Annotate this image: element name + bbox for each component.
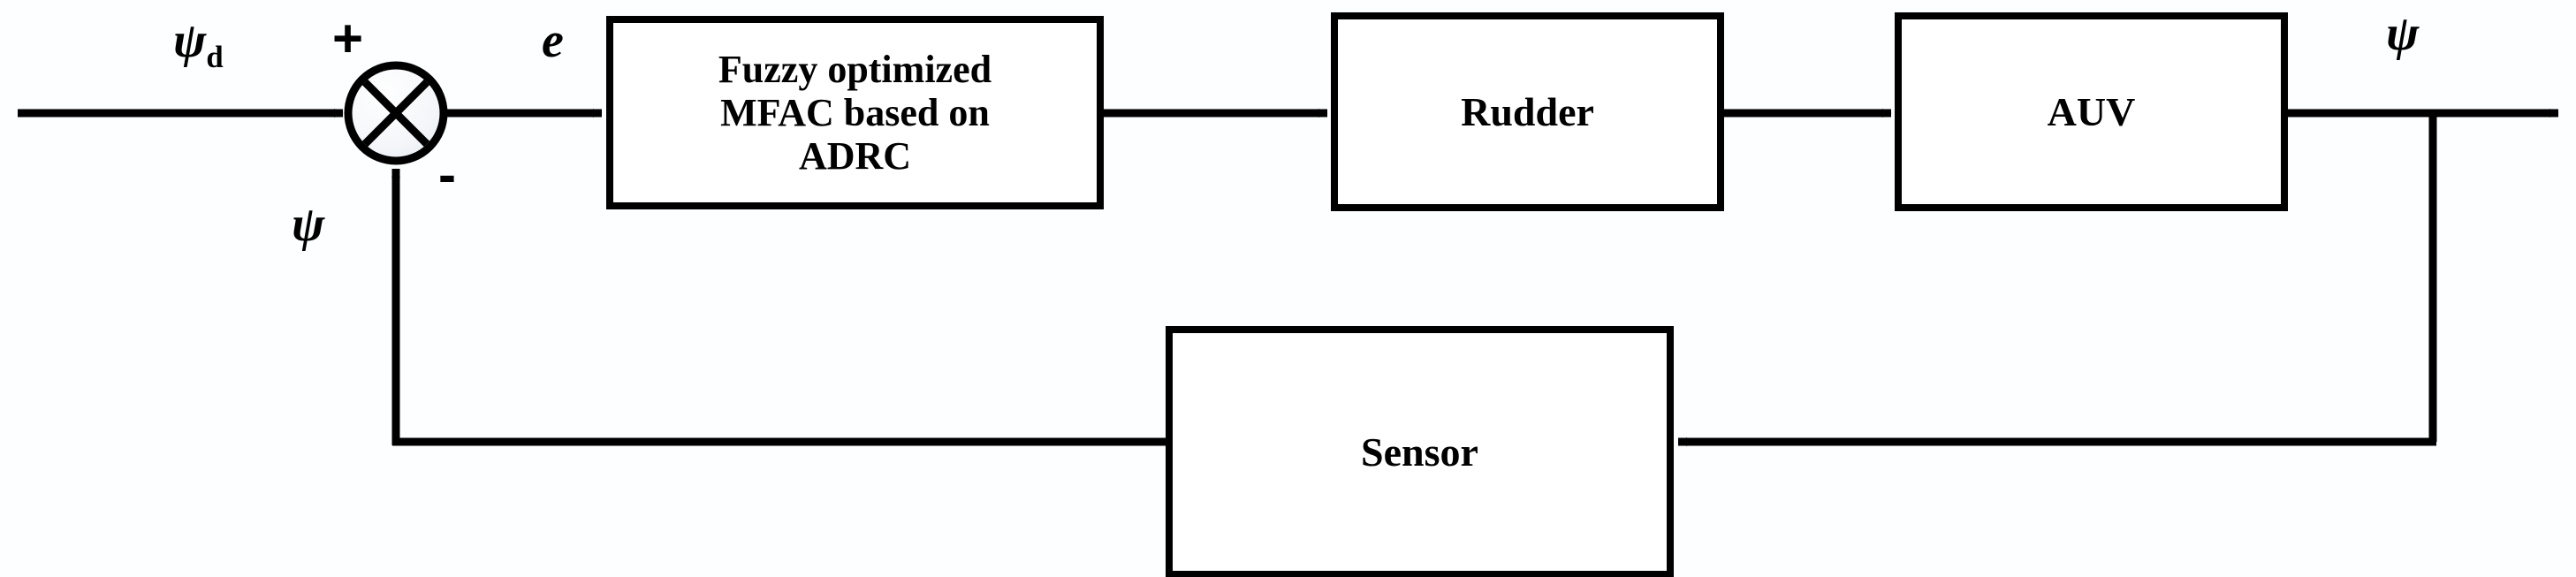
- psi-glyph: ψ: [173, 13, 207, 68]
- signal-label-output: ψ: [2386, 6, 2420, 61]
- block-controller: [606, 16, 1104, 209]
- minus-sign-label: -: [438, 145, 456, 204]
- block-sensor: [1166, 326, 1674, 577]
- summing-junction: [344, 61, 448, 165]
- signal-label-reference: ψd: [173, 16, 224, 73]
- psi-subscript-d: d: [206, 40, 224, 75]
- signal-label-error: e: [542, 13, 564, 68]
- signal-label-feedback: ψ: [292, 197, 325, 252]
- summing-junction-x-stroke-2: [361, 79, 430, 148]
- block-rudder: [1331, 12, 1724, 211]
- plus-sign-label: +: [332, 9, 364, 68]
- block-auv: [1895, 12, 2288, 211]
